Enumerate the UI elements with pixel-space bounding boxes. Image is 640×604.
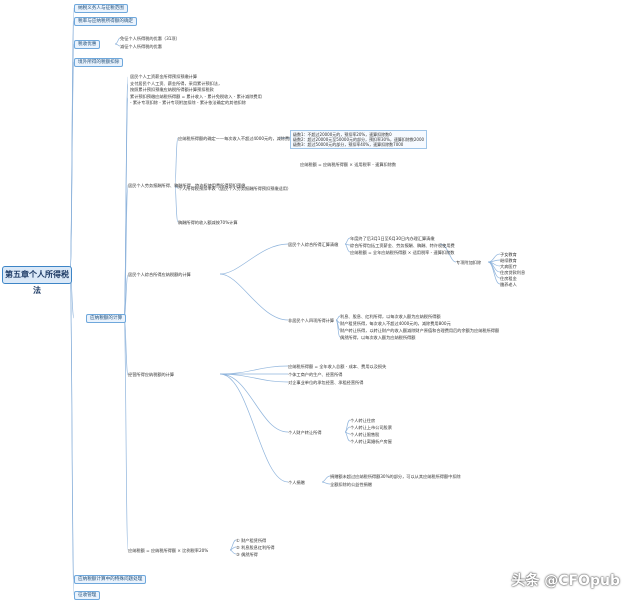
rate-row: 级数3：超过50000元的部分，预扣率40%，速算扣除数7000 bbox=[293, 142, 404, 147]
branch-rates[interactable]: 税率与应纳税所得额的确定 bbox=[74, 17, 138, 26]
nonresident-line: 财产转让所得，以转让财产的收入额减除财产原值和合理费用后的余额为应纳税所得额 bbox=[340, 328, 500, 333]
connector-line bbox=[229, 549, 237, 555]
nonresident-line: 偶然所得，以每次收入额为应纳税所得额 bbox=[340, 335, 416, 340]
bottom-rule: 应纳税额 = 应纳税所得额 × 比例税率20% bbox=[128, 548, 209, 553]
preference-item: 免征个人所得税的优惠（31项） bbox=[120, 36, 180, 41]
calc-intro-line: - 累计专项扣除 - 累计专项附加扣除 - 累计依法确定的其他扣除 bbox=[130, 100, 246, 105]
branch-preferences[interactable]: 税收优惠 bbox=[74, 40, 101, 49]
branch-administration[interactable]: 征收管理 bbox=[74, 591, 101, 600]
connector-line bbox=[219, 365, 289, 375]
calc-intro: 居民个人工资薪金所得预扣预缴计算 bbox=[130, 74, 198, 79]
connector-line bbox=[123, 317, 129, 551]
special-deduction-node[interactable]: 专项附加扣除 bbox=[456, 260, 482, 265]
preference-item: 减征个人所得税的优惠 bbox=[120, 44, 162, 49]
donation-item: 捐赠额未超过应纳税所得额30%的部分，可以从其应纳税所得额中扣除 bbox=[330, 474, 461, 479]
annual-settlement-node[interactable]: 居民个人综合所得汇算清缴 bbox=[288, 242, 339, 247]
special-deduction-item: 子女教育 bbox=[500, 252, 517, 257]
business-item: 个体工商户的生产、经营所得 bbox=[288, 372, 343, 377]
resident-calc-node[interactable]: 居民个人综合所得应纳税额的计算 bbox=[128, 272, 191, 277]
property-transfer-node[interactable]: 个人财产转让所得 bbox=[288, 430, 322, 435]
property-item: 个人转让限售股 bbox=[350, 432, 380, 437]
annual-item: 年度终了后3月1日至6月30日内办理汇算清缴 bbox=[350, 236, 435, 241]
branch-foreign-credit[interactable]: 境外所得的税额扣除 bbox=[74, 58, 124, 67]
rate-row: 级数2：超过20000元至50000元的部分，预扣率30%，速算扣除数2000 bbox=[293, 137, 425, 142]
labor-income-node[interactable]: 居民个人劳务报酬所得、稿酬所得、特许权使用费所得预扣预缴 bbox=[128, 183, 246, 188]
connector-line bbox=[69, 61, 75, 275]
business-item: 对企事业单位的承包经营、承租经营所得 bbox=[288, 380, 364, 385]
branch-taxpayer[interactable]: 纳税义务人与征税范围 bbox=[74, 4, 128, 13]
business-node[interactable]: 经营所得应纳税额的计算 bbox=[128, 372, 175, 377]
formula-text: 应纳税额 = 应纳税所得额 × 适用税率 - 速算扣除数 bbox=[300, 162, 397, 167]
connector-line bbox=[487, 259, 501, 263]
connector-line bbox=[335, 319, 341, 338]
connector-line bbox=[219, 373, 289, 483]
special-deduction-item: 住房贷款利息 bbox=[500, 270, 526, 275]
donation-item: 全额扣除的公益性捐赠 bbox=[330, 482, 372, 487]
property-item: 个人转让离婚析产房屋 bbox=[350, 439, 392, 444]
rate-row: 级数1：不超过20000元的，预扣率20%，速算扣除数0 bbox=[293, 132, 392, 137]
calc-intro-line: 累计预扣预缴应纳税所得额 = 累计收入 - 累计免税收入 - 累计减除费用 bbox=[130, 94, 262, 99]
donation-node[interactable]: 个人捐赠 bbox=[288, 480, 305, 485]
special-deduction-item: 住房租金 bbox=[500, 276, 517, 281]
calc-intro-line: 支付居民个人工资、薪金所得，采用累计预扣法， bbox=[130, 81, 223, 86]
branch-tax-calculation[interactable]: 应纳税额的计算 bbox=[86, 314, 127, 323]
connector-line bbox=[219, 243, 289, 275]
rate-table: 级数1：不超过20000元的，预扣率20%，速算扣除数0 级数2：超过20000… bbox=[290, 130, 428, 149]
property-item: 个人转让住房 bbox=[350, 418, 376, 423]
watermark: 头条 @CFOpub bbox=[511, 573, 620, 589]
business-item: 应纳税所得额 = 全年收入总额 - 成本、费用以及损失 bbox=[288, 364, 387, 369]
connector-line bbox=[174, 137, 179, 186]
mindmap-root[interactable]: 第五章个人所得税法 bbox=[2, 266, 72, 295]
annual-item: 应纳税额 = 全年应纳税所得额 × 适用税率 - 速算扣除数 bbox=[350, 250, 455, 255]
connector-line bbox=[344, 431, 351, 442]
labor-sub-node: 个人所得税预扣率表（居民个人劳务报酬所得预扣预缴适用） bbox=[178, 186, 292, 191]
connector-line bbox=[123, 97, 129, 319]
bottom-item: ① 财产租赁所得 bbox=[236, 538, 267, 543]
connector-line bbox=[69, 273, 75, 596]
special-deduction-item: 赡养老人 bbox=[500, 282, 517, 287]
labor-sub-node: 稿酬所得的收入额减按70%计算 bbox=[178, 220, 238, 225]
calc-intro-line: 按照累计预扣预缴应纳税所得额计算预扣税款 bbox=[130, 87, 214, 92]
bottom-item: ③ 偶然所得 bbox=[236, 552, 258, 557]
nonresident-node[interactable]: 非居民个人四项所得计算 bbox=[288, 318, 335, 323]
special-deduction-item: 继续教育 bbox=[500, 258, 517, 263]
connector-line bbox=[321, 475, 331, 483]
connector-line bbox=[439, 243, 457, 263]
connector-line bbox=[219, 273, 289, 321]
connector-line bbox=[219, 373, 289, 433]
connector-line bbox=[487, 261, 501, 285]
branch-special-issues[interactable]: 应纳税额计算中的特殊问题处理 bbox=[74, 575, 147, 584]
connector-line bbox=[114, 43, 121, 47]
nonresident-line: 财产租赁所得，每次收入不超过4000元的，减除费用800元 bbox=[340, 321, 451, 326]
connector-line bbox=[344, 243, 351, 253]
annual-item: 综合所得包括工资薪金、劳务报酬、稿酬、特许权使用费 bbox=[350, 243, 455, 248]
property-item: 个人转让上市公司股票 bbox=[350, 425, 392, 430]
connector-line bbox=[219, 373, 289, 383]
connector-line bbox=[321, 481, 331, 485]
connector-line bbox=[174, 184, 179, 223]
bottom-item: ② 利息股息红利所得 bbox=[236, 545, 275, 550]
nonresident-line: 利息、股息、红利所得，以每次收入额为应纳税所得额 bbox=[340, 314, 441, 319]
connector-line bbox=[123, 184, 129, 319]
special-deduction-item: 大病医疗 bbox=[500, 264, 517, 269]
